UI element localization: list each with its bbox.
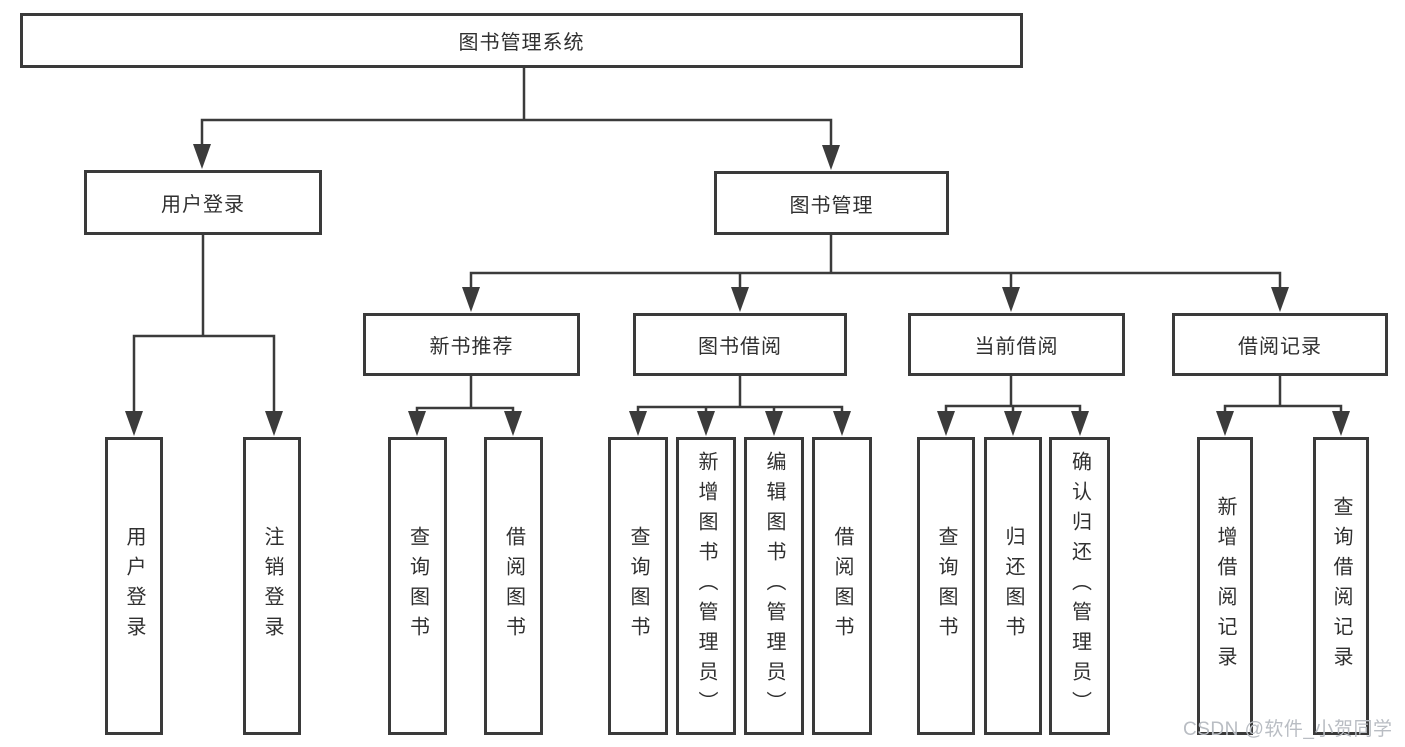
node-label: 新书推荐	[429, 336, 514, 358]
connector-newbook-to-leaves	[415, 376, 515, 413]
leaf-label: 借阅图书	[831, 526, 853, 646]
node-label: 借阅记录	[1238, 336, 1322, 358]
node-label: 图书借阅	[698, 336, 782, 358]
node-borrow-record: 借阅记录	[1172, 313, 1388, 376]
connector-borrowrecord-to-leaves	[1223, 376, 1343, 412]
node-book-management: 图书管理	[714, 171, 949, 235]
leaf-label: 新增借阅记录	[1214, 496, 1236, 676]
leaf-confirm-return-admin: 确认归还（管理员）	[1049, 437, 1110, 735]
leaf-return-book: 归还图书	[984, 437, 1042, 735]
leaf-label: 借阅图书	[502, 526, 525, 646]
connector-bookmgmt-to-level3	[469, 235, 1282, 288]
arrowheads	[125, 144, 1350, 436]
leaf-query-book-newbook: 查询图书	[388, 437, 447, 735]
leaf-label: 确认归还（管理员）	[1068, 451, 1091, 721]
connector-userlogin-to-leaves	[132, 235, 276, 412]
node-user-login: 用户登录	[84, 170, 322, 235]
leaf-label: 新增图书（管理员）	[695, 451, 717, 721]
node-label: 图书管理	[789, 194, 874, 217]
leaf-add-borrow-record: 新增借阅记录	[1197, 437, 1253, 735]
node-label: 当前借阅	[974, 336, 1059, 358]
leaf-borrow-book-newbook: 借阅图书	[484, 437, 543, 735]
leaf-label: 编辑图书（管理员）	[763, 451, 785, 721]
node-current-borrow: 当前借阅	[908, 313, 1125, 376]
leaf-label: 用户登录	[123, 526, 145, 646]
leaf-logout: 注销登录	[243, 437, 301, 735]
connector-bookborrow-to-leaves	[636, 376, 844, 412]
csdn-watermark: CSDN @软件_小贺同学	[1183, 719, 1393, 740]
node-label: 图书管理系统	[458, 32, 585, 54]
leaf-user-login: 用户登录	[105, 437, 163, 735]
leaf-query-book-current: 查询图书	[917, 437, 975, 735]
connector-root-to-level2	[200, 68, 833, 147]
leaf-label: 查询图书	[935, 526, 957, 646]
leaf-borrow-book: 借阅图书	[812, 437, 872, 735]
node-book-borrow: 图书借阅	[633, 313, 847, 376]
connector-currentborrow-to-leaves	[944, 376, 1082, 412]
leaf-label: 查询图书	[627, 526, 649, 646]
node-library-management-system: 图书管理系统	[20, 13, 1023, 68]
leaf-label: 注销登录	[261, 526, 283, 646]
leaf-edit-book-admin: 编辑图书（管理员）	[744, 437, 804, 735]
leaf-query-borrow-record: 查询借阅记录	[1313, 437, 1369, 735]
leaf-add-book-admin: 新增图书（管理员）	[676, 437, 736, 735]
node-label: 用户登录	[161, 194, 245, 216]
leaf-query-book-borrow: 查询图书	[608, 437, 668, 735]
node-new-book-recommend: 新书推荐	[363, 313, 580, 376]
leaf-label: 查询借阅记录	[1330, 496, 1352, 676]
leaf-label: 查询图书	[406, 526, 429, 646]
leaf-label: 归还图书	[1002, 526, 1024, 646]
